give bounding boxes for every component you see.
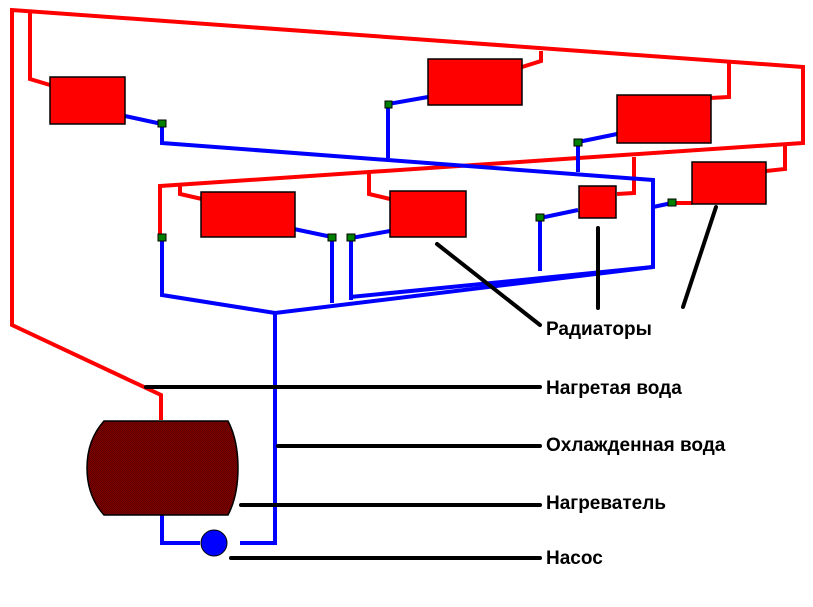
cold-branch-lr2 — [349, 229, 391, 300]
valve-7 — [535, 213, 545, 222]
valve-5 — [327, 233, 337, 242]
label-heater: Нагреватель — [546, 493, 666, 514]
leader-lines — [144, 205, 718, 560]
label-hot-water: Нагретая вода — [546, 378, 682, 399]
valves — [157, 100, 677, 242]
hot-branch-7 — [178, 184, 203, 201]
hot-branch-4 — [765, 145, 787, 173]
pump — [200, 529, 228, 557]
valve-2 — [384, 100, 393, 109]
cold-main-down — [240, 313, 277, 545]
valve-1 — [157, 119, 167, 128]
radiator-lower-middle — [389, 190, 467, 238]
cold-branch-top-mid — [386, 95, 429, 158]
leader-radiator-right — [681, 205, 718, 309]
heater — [86, 420, 239, 516]
hot-branch-1 — [28, 11, 51, 87]
radiator-top-middle — [427, 58, 523, 106]
hot-water-pipes — [10, 7, 805, 420]
valve-4 — [157, 233, 167, 242]
label-radiators: Радиаторы — [546, 319, 652, 340]
radiator-small — [578, 185, 617, 219]
hot-main-pipe — [10, 7, 805, 420]
label-pump: Насос — [546, 548, 603, 569]
cold-branch-top-right — [576, 132, 618, 172]
leader-radiator-middle — [435, 242, 542, 327]
valve-3 — [573, 138, 583, 147]
radiators — [49, 58, 767, 238]
cold-return-left — [160, 238, 654, 316]
valve-6 — [346, 233, 356, 242]
label-cooled-water: Охлажденная вода — [546, 435, 726, 456]
cold-branch-small — [538, 208, 579, 271]
radiator-lower-left — [200, 191, 296, 238]
radiator-top-right — [616, 94, 712, 144]
hot-branch-5 — [616, 157, 636, 196]
radiator-top-left — [49, 76, 126, 125]
valve-8 — [667, 198, 677, 207]
hot-branch-3 — [709, 63, 731, 100]
hot-branch-2 — [521, 51, 543, 69]
cold-branch-lr1 — [293, 227, 334, 303]
cold-heater-to-pump — [160, 515, 200, 545]
radiator-lower-right — [691, 161, 767, 205]
hot-branch-6 — [367, 172, 391, 201]
